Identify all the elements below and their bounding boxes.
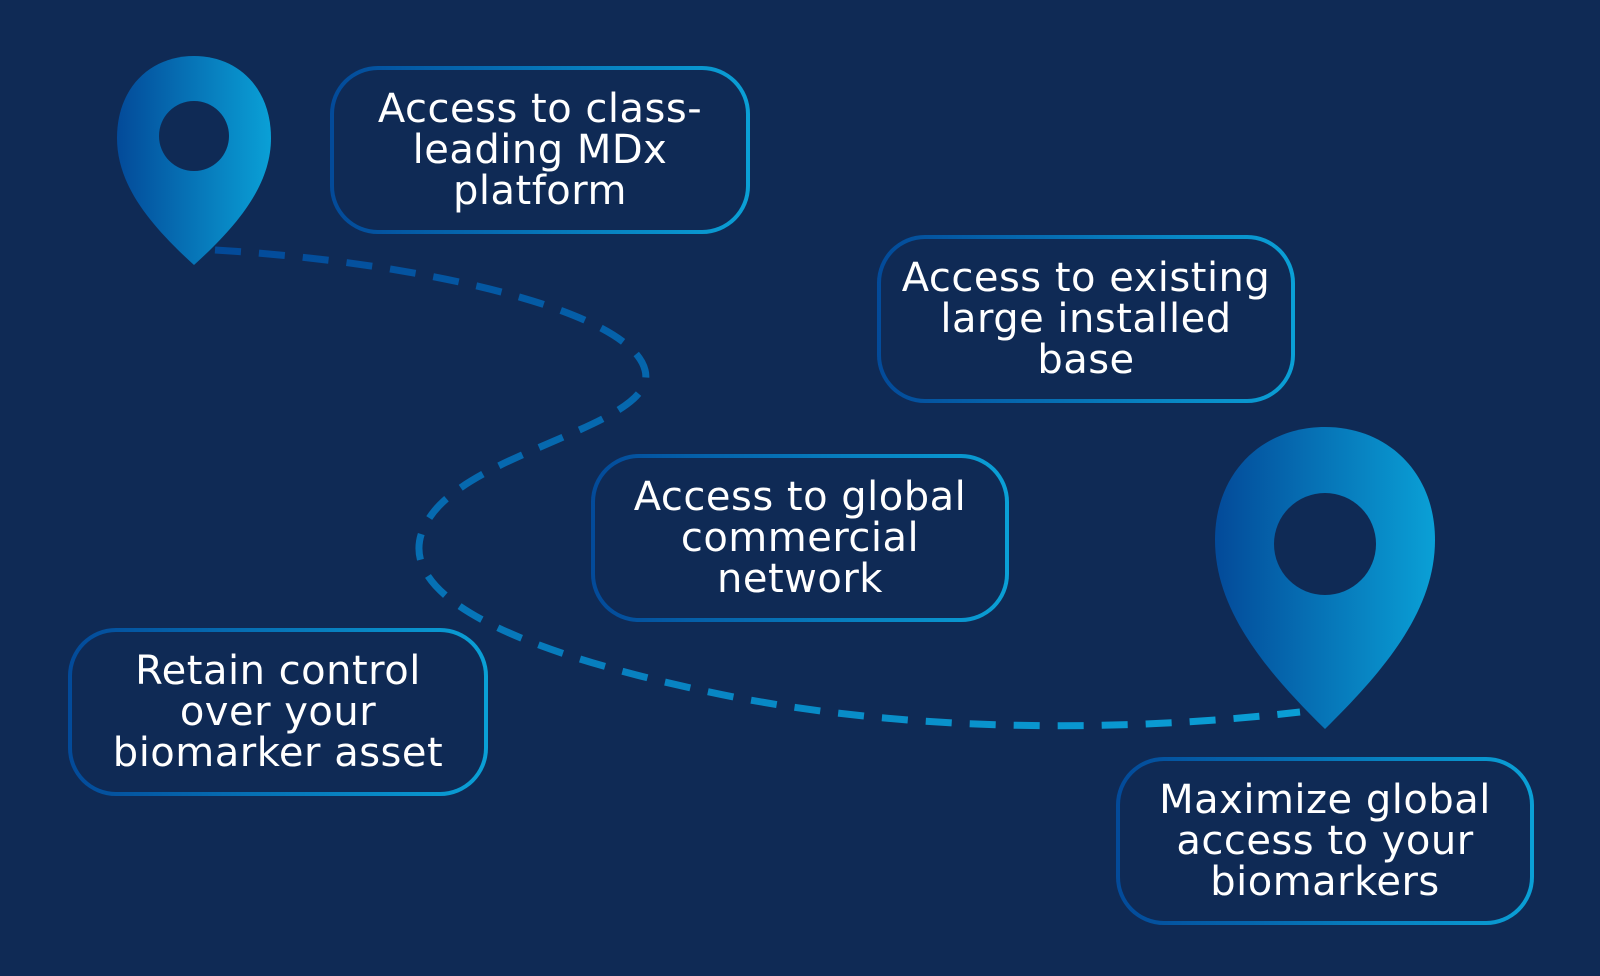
- benefit-line: commercial: [680, 514, 920, 561]
- benefit-line: biomarkers: [1210, 858, 1440, 905]
- benefit-box-maximize-access: Maximize global access to your biomarker…: [1116, 757, 1534, 925]
- benefit-line: base: [1037, 336, 1135, 383]
- benefit-line: over your: [179, 688, 377, 735]
- benefit-line: Access to global: [633, 473, 967, 520]
- benefit-text-commercial-network: Access to global commercial network: [633, 473, 967, 602]
- benefit-line: Access to class-: [377, 85, 703, 132]
- benefit-line: Access to existing: [901, 254, 1271, 301]
- benefit-box-retain-control: Retain control over your biomarker asset: [68, 628, 488, 796]
- benefit-line: Retain control: [135, 647, 421, 694]
- benefit-box-commercial-network: Access to global commercial network: [591, 454, 1009, 622]
- benefit-box-mdx-platform: Access to class- leading MDx platform: [330, 66, 750, 234]
- benefit-line: Maximize global: [1159, 776, 1491, 823]
- benefit-line: biomarker asset: [112, 729, 444, 776]
- benefit-line: leading MDx: [412, 126, 668, 173]
- end-map-pin-icon: [1215, 427, 1435, 729]
- benefit-text-maximize-access: Maximize global access to your biomarker…: [1159, 776, 1491, 905]
- benefit-line: network: [717, 555, 883, 602]
- start-map-pin-icon: [117, 56, 271, 265]
- benefit-text-mdx-platform: Access to class- leading MDx platform: [377, 85, 703, 214]
- benefit-line: large installed: [940, 295, 1232, 342]
- benefit-text-installed-base: Access to existing large installed base: [901, 254, 1271, 383]
- benefit-text-retain-control: Retain control over your biomarker asset: [112, 647, 444, 776]
- dashed-route-path: [214, 246, 1301, 730]
- benefit-box-installed-base: Access to existing large installed base: [877, 235, 1295, 403]
- benefit-line: access to your: [1176, 817, 1474, 864]
- benefit-line: platform: [453, 167, 627, 214]
